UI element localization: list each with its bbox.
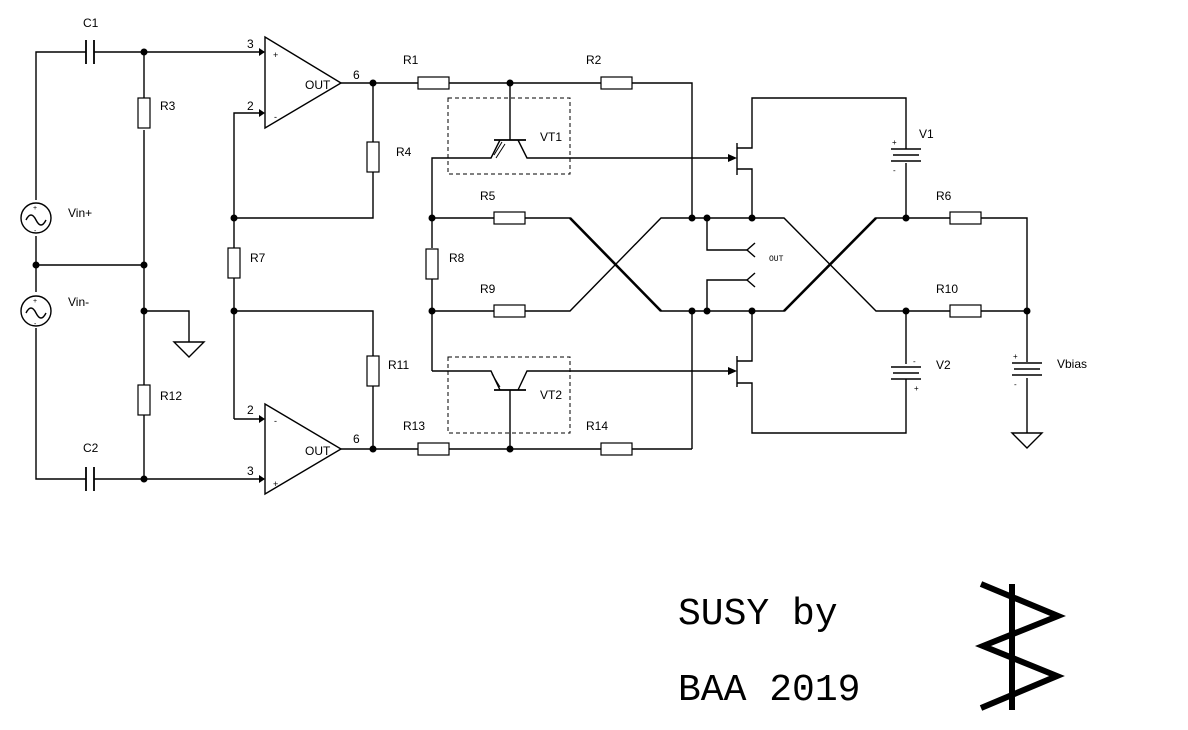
svg-text:-: -: [274, 416, 277, 426]
svg-text:+: +: [1013, 352, 1018, 361]
title-line-2: BAA 2019: [678, 669, 860, 712]
thick-cross: [569, 217, 662, 312]
label-v2: V2: [936, 358, 951, 372]
thick-cross-right: [783, 217, 877, 312]
svg-text:-: -: [893, 166, 896, 175]
svg-text:+: +: [273, 50, 278, 60]
svg-text:R5: R5: [480, 189, 496, 203]
ac-source-vin-minus: + - Vin-: [20, 295, 89, 328]
pin-2-top: 2: [247, 99, 254, 113]
top-path-wiring: [449, 82, 693, 220]
resistor-r6: R6: [936, 189, 982, 225]
svg-text:+: +: [273, 479, 278, 489]
svg-text:+: +: [892, 138, 897, 147]
svg-text:R8: R8: [449, 251, 465, 265]
resistor-r9: R9: [480, 282, 526, 318]
feedback-wiring: [233, 82, 419, 450]
resistor-r12: R12: [137, 384, 182, 416]
battery-v1: + - V1: [891, 127, 934, 175]
svg-text:+: +: [33, 298, 37, 305]
resistor-r2: R2: [586, 53, 633, 90]
battery-vbias: + - Vbias: [1012, 352, 1087, 389]
zigzag-logo-icon: [974, 581, 1066, 711]
right-wiring: [752, 163, 1028, 433]
resistor-r3: R3: [137, 97, 176, 129]
label-c1: C1: [83, 16, 99, 30]
pin-3-bottom: 3: [247, 464, 254, 478]
label-vin-plus: Vin+: [68, 206, 92, 220]
opamp-bottom-out-label: OUT: [305, 444, 331, 458]
transistor-vt1: VT1: [431, 97, 735, 218]
resistor-r8: R8: [425, 248, 465, 280]
opamp-top-out-label: OUT: [305, 78, 331, 92]
svg-text:R14: R14: [586, 419, 608, 433]
input-wiring: [35, 51, 264, 480]
resistor-r1: R1: [403, 53, 450, 90]
output-port-label: OUT: [769, 255, 784, 264]
title-line-1: SUSY by: [678, 593, 838, 636]
resistor-r5: R5: [480, 189, 526, 225]
label-v1: V1: [919, 127, 934, 141]
transistor-vt2: VT2: [432, 356, 735, 434]
capacitor-c1: C1: [83, 16, 99, 64]
svg-text:R13: R13: [403, 419, 425, 433]
resistor-r14: R14: [586, 419, 633, 456]
svg-text:R2: R2: [586, 53, 602, 67]
jfet-top: [728, 97, 907, 218]
label-vbias: Vbias: [1057, 357, 1087, 371]
label-vin-minus: Vin-: [68, 295, 89, 309]
svg-text:R10: R10: [936, 282, 958, 296]
jfet-bottom: [728, 311, 907, 434]
label-r12: R12: [160, 389, 182, 403]
label-vt1: VT1: [540, 130, 562, 144]
pin-3-top: 3: [247, 37, 254, 51]
svg-text:-: -: [34, 321, 37, 328]
svg-text:R4: R4: [396, 145, 412, 159]
ac-source-vin-plus: + - Vin+: [20, 202, 92, 235]
svg-text:+: +: [33, 205, 37, 212]
battery-v2: - + V2: [891, 357, 951, 393]
resistor-r11: R11: [366, 355, 409, 387]
opamp-bottom: 2 3 - + OUT 6: [247, 402, 360, 496]
svg-text:-: -: [274, 112, 277, 122]
capacitor-c2: C2: [83, 441, 99, 491]
label-vt2: VT2: [540, 388, 562, 402]
resistor-r7: R7: [227, 247, 266, 279]
middle-wiring: [431, 217, 752, 449]
svg-text:R11: R11: [388, 358, 409, 372]
opamp-top: 3 2 + - OUT 6: [247, 35, 360, 130]
svg-text:+: +: [914, 384, 919, 393]
pin-6-bottom: 6: [353, 432, 360, 446]
ground-icon-right: [1010, 432, 1044, 449]
junction-dots: [32, 48, 1031, 483]
resistor-r13: R13: [403, 419, 450, 456]
svg-text:R6: R6: [936, 189, 952, 203]
svg-text:R9: R9: [480, 282, 496, 296]
pin-6-top: 6: [353, 68, 360, 82]
svg-text:R7: R7: [250, 251, 266, 265]
label-r3: R3: [160, 99, 176, 113]
svg-text:-: -: [1014, 380, 1017, 389]
svg-text:-: -: [34, 228, 37, 235]
label-c2: C2: [83, 441, 99, 455]
resistor-r4: R4: [366, 141, 412, 173]
output-port: OUT: [745, 242, 784, 288]
pin-2-bottom: 2: [247, 403, 254, 417]
resistor-r10: R10: [936, 282, 982, 318]
ground-icon: [172, 341, 206, 358]
svg-text:R1: R1: [403, 53, 419, 67]
bottom-path-wiring: [449, 390, 692, 450]
svg-text:-: -: [913, 357, 916, 366]
